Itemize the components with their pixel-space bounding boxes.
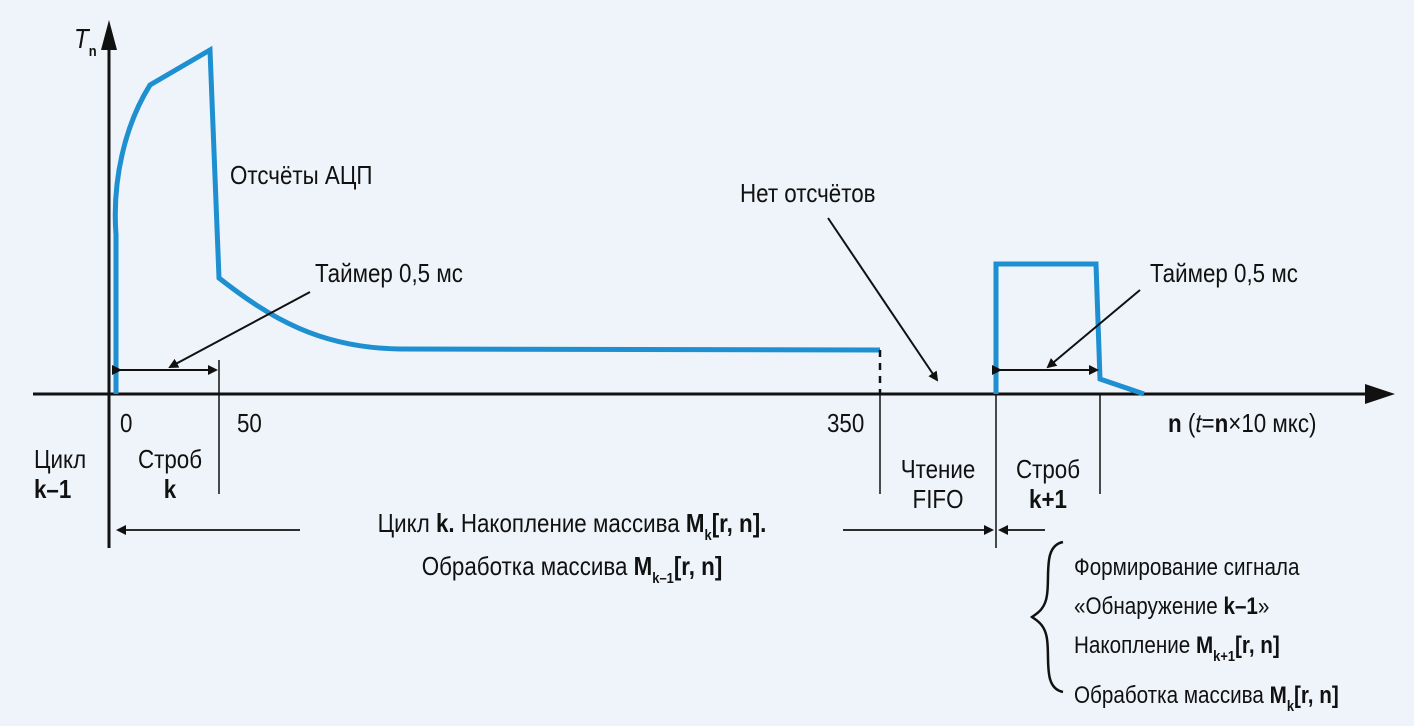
phase-strobe-k-value: k xyxy=(163,474,177,504)
next-actions: Формирование сигнала «Обнаружение k–1» Н… xyxy=(1074,548,1339,726)
next-action-detection-a: «Обнаружение xyxy=(1074,593,1224,620)
x-axis-label: n (t=n×10 мкс) xyxy=(1168,408,1316,438)
next-action-accumulate: Накопление Mk+1[r, n] xyxy=(1074,626,1339,676)
phase-fifo-line2: FIFO xyxy=(912,484,964,514)
next-action-process-M: M xyxy=(1269,682,1287,709)
x-axis-t: t xyxy=(1195,408,1202,438)
phase-cycle-prev-label: Цикл xyxy=(34,444,87,474)
next-action-detection: «Обнаружение k–1» xyxy=(1074,587,1339,626)
pointer-no-samples xyxy=(827,217,939,382)
x-axis-eq: = xyxy=(1201,408,1215,438)
x-axis-open: ( xyxy=(1181,408,1196,438)
tick-350: 350 xyxy=(827,408,865,438)
phase-fifo-line1: Чтение xyxy=(900,454,976,484)
tick-50: 50 xyxy=(237,408,262,438)
next-action-detection-b: k–1 xyxy=(1223,593,1258,620)
pointer-timer-1 xyxy=(168,291,311,368)
phase-strobe-next: Строб k+1 xyxy=(1005,454,1091,514)
phase-cycle-prev-value: k–1 xyxy=(34,474,72,504)
x-axis-n: n xyxy=(1214,408,1229,438)
pointer-timer-2 xyxy=(1046,289,1141,369)
cycle-k-bold-k: k. xyxy=(435,508,455,538)
cycle-k-text-b: Накопление массива xyxy=(454,508,686,538)
next-action-detection-c: » xyxy=(1257,593,1270,620)
signal-curve-cycle-k xyxy=(112,45,881,394)
next-action-form-signal: Формирование сигнала xyxy=(1074,554,1300,581)
annotation-adc-samples: Отсчёты АЦП xyxy=(230,160,373,190)
signal-pulse-next xyxy=(993,261,1145,397)
tick-0: 0 xyxy=(120,408,133,438)
phase-strobe-next-label: Строб xyxy=(1015,454,1081,484)
cycle-k-caption-line1: Цикл k. Накопление массива Mk[r, n]. xyxy=(343,508,801,551)
x-axis-symbol: n xyxy=(1168,408,1182,438)
annotation-timer-1: Таймер 0,5 мс xyxy=(315,258,463,288)
next-action-accumulate-idx: [r, n] xyxy=(1235,632,1280,659)
cycle-k-text-c: Обработка массива xyxy=(421,551,634,581)
phase-cycle-prev: Цикл k–1 xyxy=(34,444,103,504)
next-action-process-idx: [r, n] xyxy=(1293,682,1339,709)
cycle-k-caption: Цикл k. Накопление массива Mk[r, n]. Обр… xyxy=(343,508,801,594)
cycle-k-array-M: M xyxy=(685,508,705,538)
next-action-accumulate-a: Накопление xyxy=(1074,632,1196,659)
phase-strobe-next-value: k+1 xyxy=(1029,484,1067,514)
cycle-k-array-idx: [r, n]. xyxy=(711,508,767,538)
annotation-timer-2: Таймер 0,5 мс xyxy=(1150,258,1298,288)
x-axis-close: ×10 мкс) xyxy=(1228,408,1317,438)
y-axis-arrow xyxy=(101,20,117,50)
cycle-k-array2-M: M xyxy=(633,551,653,581)
y-axis-subscript: n xyxy=(88,43,97,60)
next-action-process-sub: k xyxy=(1286,698,1294,715)
next-action-process: Обработка массива Mk[r, n] xyxy=(1074,676,1339,726)
cycle-k-text-a: Цикл xyxy=(377,508,436,538)
next-action-accumulate-M: M xyxy=(1195,632,1214,659)
cycle-k-caption-line2: Обработка массива Mk–1[r, n] xyxy=(343,551,801,594)
cycle-k-array2-idx: [r, n] xyxy=(673,551,723,581)
phase-fifo-read: Чтение FIFO xyxy=(888,454,988,514)
cycle-k-array-sub: k xyxy=(704,527,712,544)
cycle-k-array2-sub: k–1 xyxy=(652,570,674,587)
y-axis-label: Tn xyxy=(74,24,97,67)
next-action-process-a: Обработка массива xyxy=(1074,682,1270,709)
x-axis-arrow xyxy=(1365,384,1395,404)
annotation-no-samples: Нет отсчётов xyxy=(740,178,876,208)
y-axis-symbol: T xyxy=(74,23,89,54)
curly-brace xyxy=(1029,540,1064,694)
next-action-accumulate-sub: k+1 xyxy=(1213,648,1236,665)
phase-strobe-k-label: Строб xyxy=(137,444,203,474)
phase-strobe-k: Строб k xyxy=(131,444,208,504)
